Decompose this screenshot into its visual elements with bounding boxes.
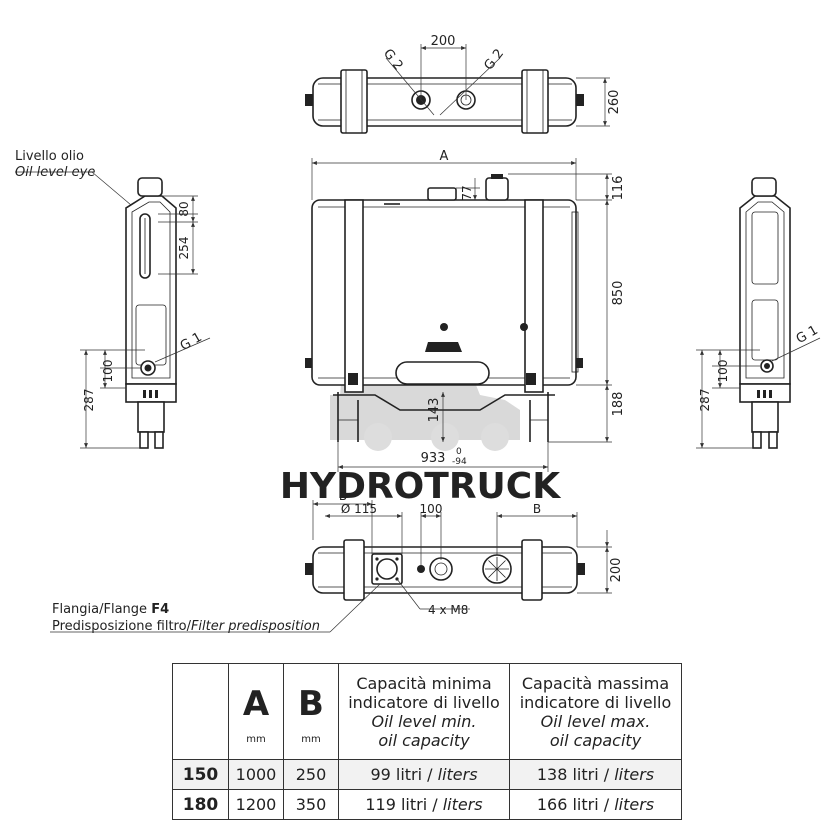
label-screws: 4 x M8 (428, 603, 468, 617)
top-view: 200 260 G 2 G 2 (305, 34, 622, 134)
table-header-row: A mm B mm Capacità minima indicatore di … (172, 663, 682, 760)
row-model: 150 (172, 759, 229, 790)
dim-side-287: 287 (82, 389, 96, 412)
dim-77: 77 (460, 185, 474, 200)
technical-drawing: HYDROTRUCK 200 260 G 2 G 2 (15, 34, 821, 634)
label-g1-right: G 1 (794, 323, 821, 347)
max-value: 138 litri / (536, 765, 615, 784)
dim-933-tol-up: 0 (456, 447, 462, 457)
dim-side-80: 80 (177, 201, 191, 216)
col-b-title: B (298, 684, 324, 724)
max-en-line1: Oil level max. (540, 711, 651, 731)
dim-top-260: 260 (607, 90, 622, 115)
right-side-view: 100 287 G 1 (696, 177, 821, 449)
max-it-line2: indicatore di livello (519, 692, 672, 712)
row-max-capacity: 166 litri / liters (509, 789, 682, 820)
dim-rside-287: 287 (698, 389, 712, 412)
col-a-unit: mm (246, 734, 266, 745)
dim-A: A (440, 149, 449, 164)
front-view: A 116 77 850 188 143 933 0 -94 (305, 149, 626, 472)
oil-level-label-it: Livello olio (15, 149, 84, 164)
min-value: 99 litri / (370, 765, 438, 784)
filter-label: Predisposizione filtro/Filter predisposi… (52, 619, 320, 634)
header-max-capacity: Capacità massima indicatore di livello O… (509, 663, 682, 760)
min-unit: liters (437, 765, 478, 784)
dim-116: 116 (611, 176, 626, 201)
min-en-line2: oil capacity (378, 730, 470, 750)
dim-rside-100: 100 (716, 360, 730, 383)
dim-bottom-dia: Ø 115 (341, 502, 377, 516)
min-it-line2: indicatore di livello (348, 692, 500, 712)
max-value: 166 litri / (536, 795, 615, 814)
table-row: 180 1200 350 119 litri / liters 166 litr… (172, 789, 682, 820)
row-a: 1200 (228, 789, 284, 820)
min-unit: liters (442, 795, 483, 814)
flange-code: F4 (151, 602, 169, 617)
dim-bottom-200: 200 (609, 558, 624, 583)
max-unit: liters (614, 795, 655, 814)
dim-side-254: 254 (177, 237, 191, 260)
flange-prefix: Flangia/Flange (52, 602, 151, 617)
row-b: 250 (283, 759, 339, 790)
row-min-capacity: 99 litri / liters (338, 759, 510, 790)
label-g2-left: G 2 (380, 46, 406, 73)
min-it-line1: Capacità minima (356, 673, 492, 693)
max-it-line1: Capacità massima (521, 673, 670, 693)
max-unit: liters (614, 765, 655, 784)
oil-level-label-en: Oil level eye (15, 165, 95, 180)
dim-933-tol-dn: -94 (452, 457, 467, 467)
row-model: 180 (172, 789, 229, 820)
dim-188: 188 (611, 392, 626, 417)
dim-side-100: 100 (101, 360, 115, 383)
label-g2-right: G 2 (481, 46, 507, 73)
header-empty-cell (172, 663, 229, 760)
row-a: 1000 (228, 759, 284, 790)
max-en-line2: oil capacity (549, 730, 642, 750)
col-b-unit: mm (301, 734, 321, 745)
dim-bottom-B-left: B (339, 489, 347, 503)
watermark-text: HYDROTRUCK (280, 466, 561, 507)
left-side-view: Livello olio Oil level eye 80 254 100 28… (15, 149, 211, 449)
min-en-line1: Oil level min. (371, 711, 477, 731)
dim-143: 143 (427, 398, 442, 423)
col-a-title: A (242, 684, 270, 724)
flange-label: Flangia/Flange F4 (52, 602, 169, 617)
filter-label-it: Predisposizione filtro/ (52, 619, 192, 634)
table-row: 150 1000 250 99 litri / liters 138 litri… (172, 759, 682, 790)
capacity-table: A mm B mm Capacità minima indicatore di … (172, 663, 682, 820)
row-b: 350 (283, 789, 339, 820)
dim-850: 850 (611, 281, 626, 306)
dim-bottom-100: 100 (420, 502, 443, 516)
min-value: 119 litri / (365, 795, 443, 814)
bottom-view: B Ø 115 100 B 200 4 x M8 Flangia/Flange … (50, 489, 624, 634)
dim-bottom-B-right: B (533, 502, 541, 516)
row-min-capacity: 119 litri / liters (338, 789, 510, 820)
dim-top-200: 200 (431, 34, 456, 49)
header-col-b: B mm (283, 663, 339, 760)
filter-label-en: Filter predisposition (191, 619, 320, 634)
header-col-a: A mm (228, 663, 284, 760)
dim-933: 933 (421, 451, 446, 466)
row-max-capacity: 138 litri / liters (509, 759, 682, 790)
header-min-capacity: Capacità minima indicatore di livello Oi… (338, 663, 510, 760)
